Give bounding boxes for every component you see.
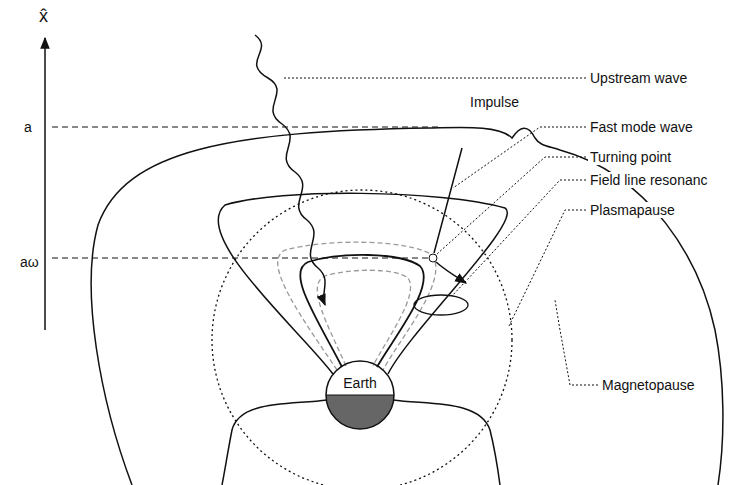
axis-label: x̂ [37,8,50,24]
callout-label: Turning point [588,149,673,165]
reflected-wave [436,262,466,283]
outer-field-line [218,193,507,374]
fast-mode-wave [434,148,462,253]
node-label: Earth [325,375,395,391]
tail-field-line [393,400,500,485]
a-omega-level-line [52,258,428,259]
callout-label: Plasmapause [588,202,677,218]
level-label: aω [18,254,41,270]
callout-label: Magnetopause [600,377,697,393]
level-label: a [22,119,34,135]
inner-field-line [300,255,424,367]
earth-circle [325,360,395,430]
turning-point [429,254,437,262]
callout-label: Upstream wave [588,70,689,86]
callout-label: Fast mode wave [588,119,695,135]
callout-label: Field line resonanc [588,172,710,188]
displaced-field-line [278,242,436,370]
earth-node: Earth [325,360,395,430]
leader-lines [284,78,598,385]
displaced-field-line [317,270,410,366]
field-line-resonance [414,295,468,315]
magnetopause-outline [91,127,723,485]
plasmapause-circle [212,190,512,485]
callout-label: Impulse [468,94,521,110]
tail-field-line [222,400,327,485]
upstream-wave [255,35,325,305]
x-axis [44,38,46,330]
a-level-line [52,127,440,128]
